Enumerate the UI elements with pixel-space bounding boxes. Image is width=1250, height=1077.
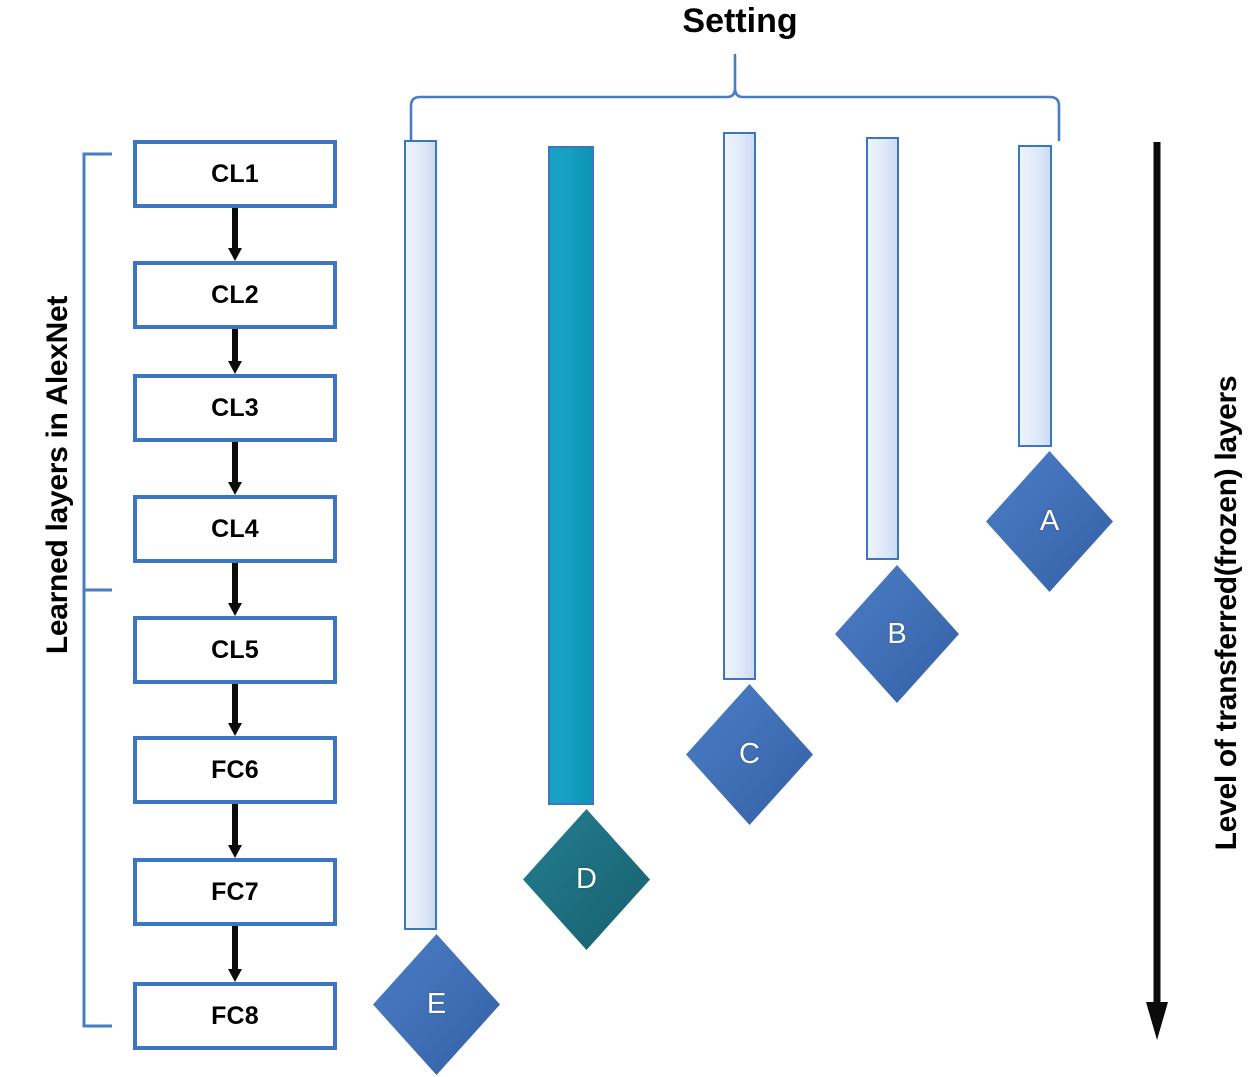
layer-box-cl4[interactable]: CL4 — [133, 495, 337, 563]
level-direction-arrow — [1146, 140, 1172, 1050]
layer-box-cl1[interactable]: CL1 — [133, 140, 337, 208]
diamond-label: D — [576, 863, 597, 895]
flow-arrow-cl4-cl5 — [228, 563, 242, 616]
flow-arrow-fc7-fc8 — [228, 926, 242, 982]
setting-bar-b[interactable] — [866, 137, 899, 560]
setting-diamond-e[interactable]: E — [371, 932, 502, 1077]
layer-label: FC7 — [211, 877, 259, 906]
left-axis-label: Learned layers in AlexNet — [41, 295, 74, 655]
setting-bar-c[interactable] — [723, 132, 756, 680]
flow-arrow-cl1-cl2 — [228, 208, 242, 261]
setting-diamond-a[interactable]: A — [984, 449, 1115, 594]
setting-brace — [395, 52, 1075, 147]
flow-arrow-cl5-fc6 — [228, 684, 242, 736]
flow-arrow-fc6-fc7 — [228, 804, 242, 858]
layer-box-cl3[interactable]: CL3 — [133, 374, 337, 442]
flow-arrow-cl2-cl3 — [228, 329, 242, 374]
layer-label: CL2 — [211, 280, 259, 309]
layer-label: CL5 — [211, 635, 259, 664]
learned-layers-bracket — [78, 150, 118, 1035]
diamond-label: E — [426, 988, 447, 1020]
setting-bar-e[interactable] — [404, 140, 437, 930]
setting-diamond-c[interactable]: C — [684, 682, 815, 827]
diamond-label: C — [739, 738, 760, 770]
layer-box-cl2[interactable]: CL2 — [133, 261, 337, 329]
flow-arrow-cl3-cl4 — [228, 442, 242, 495]
setting-bar-a[interactable] — [1018, 145, 1052, 447]
diamond-label: B — [887, 617, 907, 650]
layer-label: FC6 — [211, 755, 259, 784]
diamond-label: A — [1039, 505, 1060, 537]
setting-diamond-b[interactable]: B — [833, 563, 961, 705]
layer-label: CL4 — [211, 514, 259, 543]
layer-box-fc6[interactable]: FC6 — [133, 736, 337, 804]
setting-title: Setting — [682, 2, 798, 40]
layer-label: CL3 — [211, 393, 259, 422]
layer-label: FC8 — [211, 1001, 259, 1030]
setting-bar-d[interactable] — [548, 146, 594, 805]
layer-box-fc7[interactable]: FC7 — [133, 858, 337, 926]
layer-box-cl5[interactable]: CL5 — [133, 616, 337, 684]
right-axis-label: Level of transferred(frozen) layers — [1210, 375, 1243, 851]
layer-label: CL1 — [211, 159, 259, 188]
layer-box-fc8[interactable]: FC8 — [133, 982, 337, 1050]
setting-diamond-d[interactable]: D — [521, 807, 652, 952]
